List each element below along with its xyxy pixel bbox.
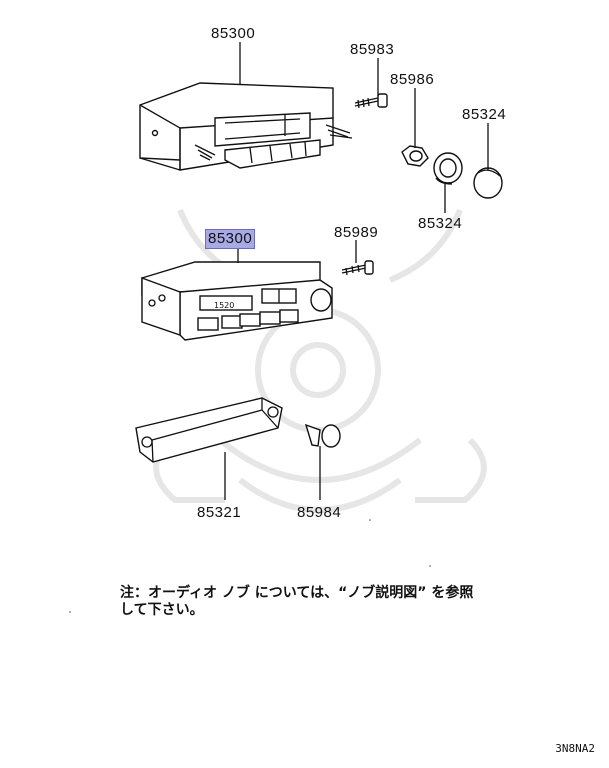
- label-85324-bottom: 85324: [418, 215, 463, 232]
- label-85986: 85986: [390, 71, 435, 88]
- label-85300-top: 85300: [211, 25, 256, 42]
- radio-unit-middle: 1520: [141, 261, 333, 341]
- label-85989: 85989: [334, 224, 379, 241]
- nut-top: [401, 145, 429, 167]
- label-85300-highlighted[interactable]: 85300: [205, 229, 256, 249]
- radio-display-text: 1520: [214, 301, 234, 310]
- diagram-code: 3N8NA2: [555, 742, 595, 755]
- footnote: 注：オーディオ ノブ については、“ノブ説明図” を参照 して下さい。: [120, 585, 473, 619]
- knob-cap: [473, 167, 503, 199]
- mounting-bracket: [135, 397, 283, 463]
- screw-middle: [341, 260, 374, 276]
- label-85984: 85984: [297, 504, 342, 521]
- radio-unit-top: [139, 82, 353, 171]
- label-85324-top: 85324: [462, 106, 507, 123]
- clip: [304, 423, 341, 448]
- label-85983: 85983: [350, 41, 395, 58]
- knob-ring: [433, 152, 463, 185]
- screw-top: [354, 93, 388, 109]
- label-85321: 85321: [197, 504, 242, 521]
- footnote-line-1: 注：オーディオ ノブ については、“ノブ説明図” を参照: [120, 585, 474, 601]
- footnote-line-2: して下さい。: [120, 602, 204, 618]
